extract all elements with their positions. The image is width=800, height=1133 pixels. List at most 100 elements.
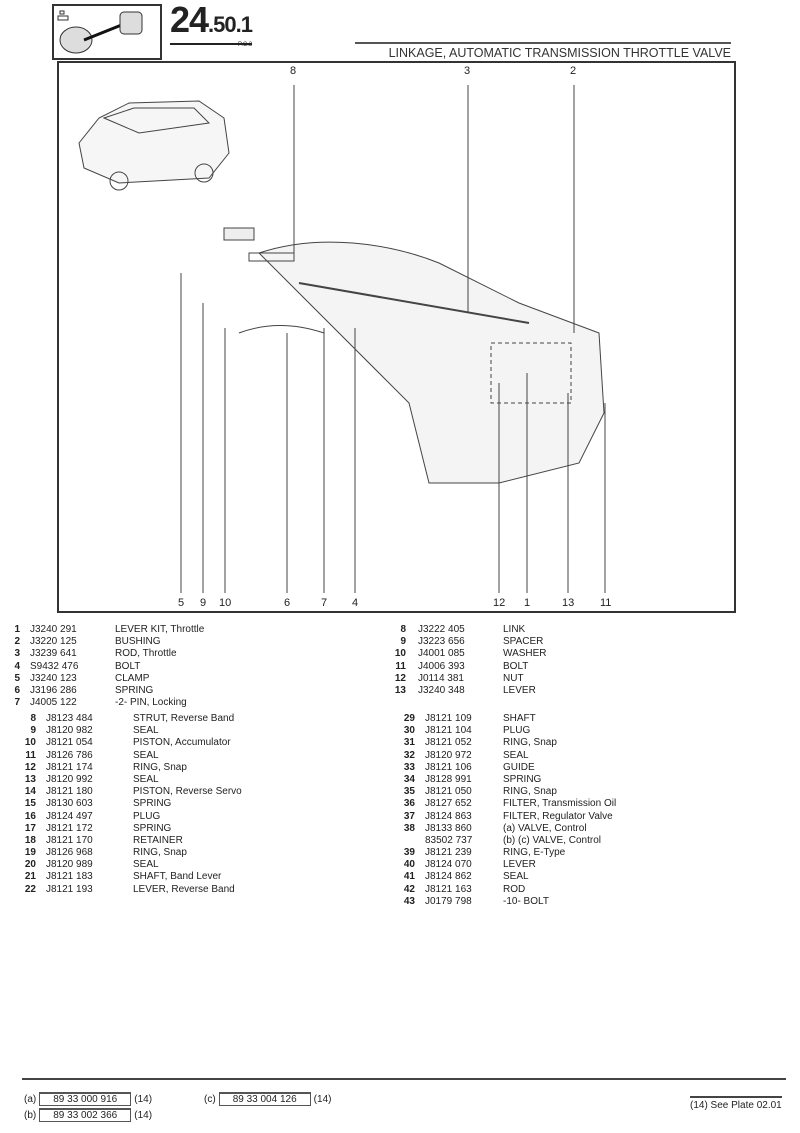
part-number: J8124 863 — [425, 810, 472, 822]
transmission-thumbnail-icon — [57, 10, 143, 54]
ref-label: (b) — [24, 1110, 37, 1121]
part-description: SPRING — [503, 773, 542, 785]
item-number: 41 — [403, 871, 415, 883]
callout-9: 9 — [200, 597, 207, 609]
part-description: WASHER — [503, 648, 547, 660]
item-number: 12 — [24, 761, 36, 773]
part-description: BOLT — [503, 660, 529, 672]
part-number: J4001 085 — [418, 648, 465, 660]
ref-code: 89 33 004 126 — [218, 1092, 311, 1106]
part-number: J8120 992 — [46, 773, 93, 785]
part-description: LEVER — [503, 684, 536, 696]
item-number: 14 — [24, 786, 36, 798]
callout-11: 11 — [600, 597, 612, 609]
part-number: J8126 786 — [46, 749, 93, 761]
pc-label: P.C.3 — [238, 42, 253, 48]
item-number: 37 — [403, 810, 415, 822]
part-description: SEAL — [133, 725, 159, 737]
item-number: 1 — [14, 624, 20, 635]
callout-10: 10 — [219, 597, 232, 609]
item-number: 10 — [394, 648, 406, 660]
part-description: PLUG — [503, 725, 531, 737]
callout-2: 2 — [570, 65, 577, 77]
part-number: S9432 476 — [30, 660, 79, 672]
item-number: 2 — [14, 636, 20, 648]
part-description: SEAL — [503, 749, 529, 761]
part-number: J8121 054 — [46, 737, 93, 749]
item-number: 32 — [403, 749, 415, 761]
part-description: RING, E-Type — [503, 847, 566, 859]
section-minor: .50.1 — [208, 12, 253, 37]
plate-note: (14) See Plate 02.01 — [690, 1096, 782, 1111]
part-number: J3220 125 — [30, 636, 77, 648]
part-number: J8120 982 — [46, 725, 93, 737]
ref-label: (c) — [204, 1094, 216, 1105]
part-number: J8121 193 — [46, 883, 93, 895]
item-number: 22 — [24, 883, 36, 895]
part-description: RING, Snap — [133, 847, 187, 859]
part-description: SPRING — [115, 684, 154, 696]
item-number: 17 — [24, 822, 36, 834]
part-description: FILTER, Transmission Oil — [503, 798, 617, 810]
item-number: 29 — [403, 713, 415, 724]
part-number: J8121 052 — [425, 737, 472, 749]
part-number: J8120 972 — [425, 749, 472, 761]
part-number: J8121 174 — [46, 761, 93, 773]
callout-13: 13 — [562, 597, 575, 609]
part-description: ROD — [503, 883, 526, 895]
item-number: 38 — [403, 822, 415, 834]
item-number: 10 — [24, 737, 36, 749]
footer-ref-b: (b)89 33 002 366(14) — [24, 1108, 152, 1122]
part-number: J8130 603 — [46, 798, 93, 810]
part-description: LEVER — [503, 859, 536, 871]
part-number: J3240 348 — [418, 684, 465, 696]
part-description: SHAFT — [503, 713, 536, 724]
part-number: J8121 170 — [46, 834, 93, 846]
part-description: LEVER KIT, Throttle — [115, 624, 205, 635]
item-number: 30 — [403, 725, 415, 737]
item-number: 20 — [24, 859, 36, 871]
part-number: J8121 239 — [425, 847, 472, 859]
item-number: 36 — [403, 798, 415, 810]
part-description: RING, Snap — [503, 737, 557, 749]
part-number: J8124 862 — [425, 871, 472, 883]
part-description: RING, Snap — [133, 761, 187, 773]
item-number: 35 — [403, 786, 415, 798]
part-row: 13 J3240 348 LEVER — [386, 685, 686, 697]
part-number: J8121 050 — [425, 786, 472, 798]
item-number: 19 — [24, 847, 36, 859]
footer-ref-c: (c)89 33 004 126(14) — [204, 1092, 331, 1106]
item-number: 11 — [25, 749, 36, 761]
part-description: -10- BOLT — [503, 895, 549, 907]
ref-plate: (14) — [313, 1094, 332, 1105]
part-number: J8121 104 — [425, 725, 472, 737]
section-number: 24.50.1 — [170, 2, 253, 45]
part-row: 83502 737(b) (c) VALVE, Control — [381, 835, 681, 847]
item-number: 9 — [400, 636, 406, 648]
item-number: 33 — [403, 761, 415, 773]
part-row: 12 J8121 174 RING, Snap — [0, 762, 380, 774]
item-number: 8 — [400, 624, 406, 635]
item-number: 21 — [24, 871, 36, 883]
part-row: 10 J4001 085 WASHER — [386, 648, 686, 660]
item-number: 13 — [394, 684, 406, 696]
part-number: J0114 381 — [418, 672, 464, 684]
transmission-illustration — [223, 227, 605, 484]
